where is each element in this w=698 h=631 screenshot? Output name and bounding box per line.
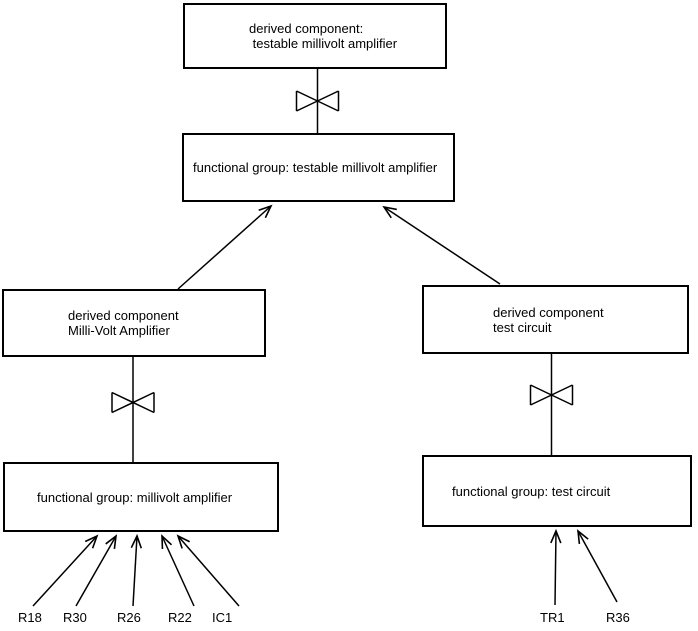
component-arrow-tr1 [550,528,562,606]
component-label-ic1: IC1 [212,610,233,625]
node-text-line: functional group: millivolt amplifier [37,489,233,505]
component-label-r26: R26 [117,610,141,625]
node-text-line: derived component [68,308,179,323]
inheritance-arrow-right [382,205,501,285]
node-text-line: functional group: test circuit [452,483,611,499]
node-text-line: derived component: [249,21,364,36]
component-label-tr1: TR1 [540,610,565,625]
bowtie-icon [295,90,340,112]
node-derived-component-testable-millivolt-amplifier: derived component: testable millivolt am… [183,3,447,69]
component-arrow-r18 [32,534,99,607]
node-functional-group-millivolt-amplifier: functional group: millivolt amplifier [3,462,279,532]
bowtie-icon [111,391,155,414]
node-derived-component-milli-volt-amplifier: derived component Milli-Volt Amplifier [2,289,266,357]
node-derived-component-test-circuit: derived component test circuit [422,285,689,354]
node-text-line: derived component [493,304,604,320]
component-label-r22: R22 [168,610,192,625]
component-arrow-r26 [130,533,143,607]
node-functional-group-test-circuit: functional group: test circuit [422,455,692,527]
component-label-r30: R30 [63,610,87,625]
component-arrow-r30 [75,534,118,607]
component-label-r18: R18 [18,610,42,625]
node-text-line: Milli-Volt Amplifier [68,323,170,338]
component-arrow-r22 [161,534,195,607]
inheritance-arrow-left [177,204,273,290]
node-text-line: testable millivolt amplifier [249,36,398,51]
node-text-line: test circuit [493,319,552,335]
component-arrow-r36 [576,529,618,603]
node-functional-group-testable-millivolt-amplifier: functional group: testable millivolt amp… [182,133,455,202]
component-arrow-ic1 [176,534,240,607]
node-text-line: functional group: testable millivolt amp… [193,160,438,175]
component-label-r36: R36 [606,610,630,625]
bowtie-icon [529,384,574,406]
